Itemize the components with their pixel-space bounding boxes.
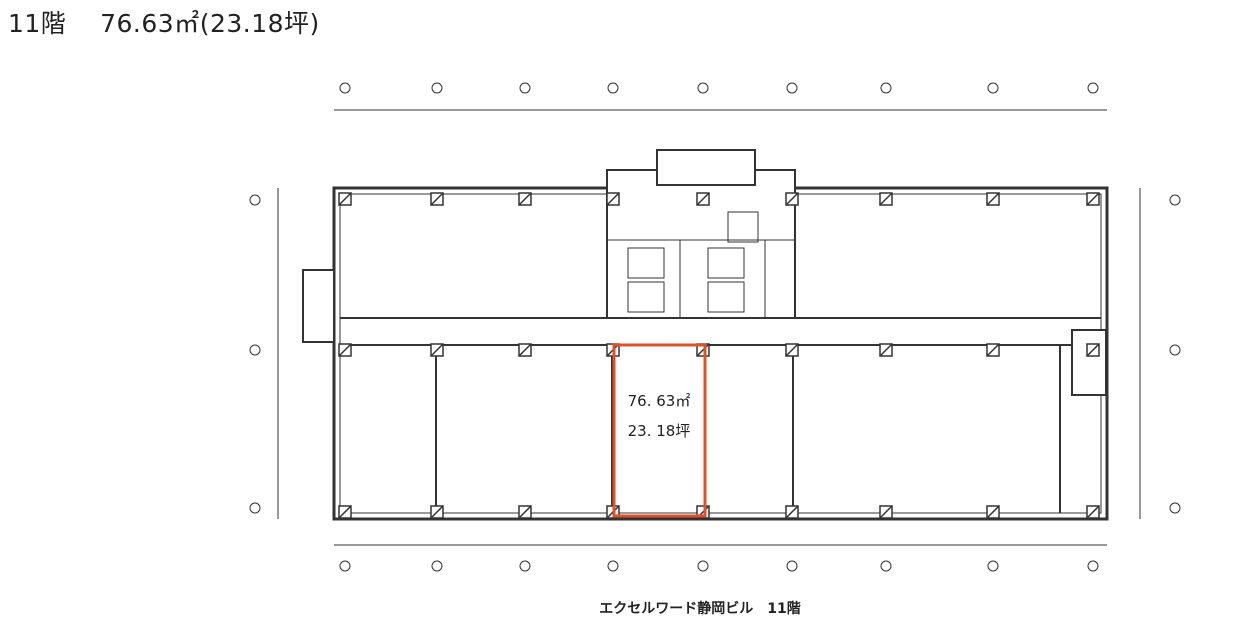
floor-label: 11階	[8, 9, 67, 38]
columns	[338, 192, 1100, 519]
grid-bubble	[1169, 344, 1181, 356]
elevator	[627, 281, 665, 313]
grid-bubble	[987, 82, 999, 94]
stair-right	[1071, 329, 1107, 396]
grid-bubble	[519, 560, 531, 572]
elevator	[627, 247, 665, 279]
grid-bubble	[1169, 502, 1181, 514]
grid-bubble	[1169, 194, 1181, 206]
grid-bubble	[339, 560, 351, 572]
grid-bubble	[519, 82, 531, 94]
grid-bubble	[786, 560, 798, 572]
elevator	[727, 211, 759, 243]
grid-bubble	[607, 82, 619, 94]
unit-area-sqm: 76. 63㎡	[627, 392, 691, 410]
unit-area-tsubo: 23. 18坪	[627, 422, 691, 440]
elevator	[707, 281, 745, 313]
grid-bubble	[431, 560, 443, 572]
building-core	[606, 169, 796, 319]
grid-bubble	[1087, 560, 1099, 572]
grid-bubble	[249, 344, 261, 356]
grid-markers	[249, 82, 1181, 572]
plan-caption: エクセルワード静岡ビル 11階	[599, 601, 801, 617]
grid-bubble	[249, 194, 261, 206]
grid-bubble	[249, 502, 261, 514]
grid-bubble	[880, 560, 892, 572]
highlighted-unit	[612, 343, 707, 518]
grid-bubble	[1087, 82, 1099, 94]
core-stair	[656, 149, 756, 186]
grid-bubble	[607, 560, 619, 572]
stair-left	[302, 269, 335, 343]
area-sqm-label: 76.63㎡	[100, 9, 200, 38]
page-title: 11階 76.63㎡(23.18坪)	[8, 4, 320, 40]
grid-bubble	[880, 82, 892, 94]
grid-bubble	[786, 82, 798, 94]
grid-bubble	[697, 82, 709, 94]
area-tsubo-label: (23.18坪)	[199, 9, 320, 38]
grid-bubble	[339, 82, 351, 94]
elevator	[707, 247, 745, 279]
grid-bubble	[431, 82, 443, 94]
grid-bubble	[697, 560, 709, 572]
grid-bubble	[987, 560, 999, 572]
